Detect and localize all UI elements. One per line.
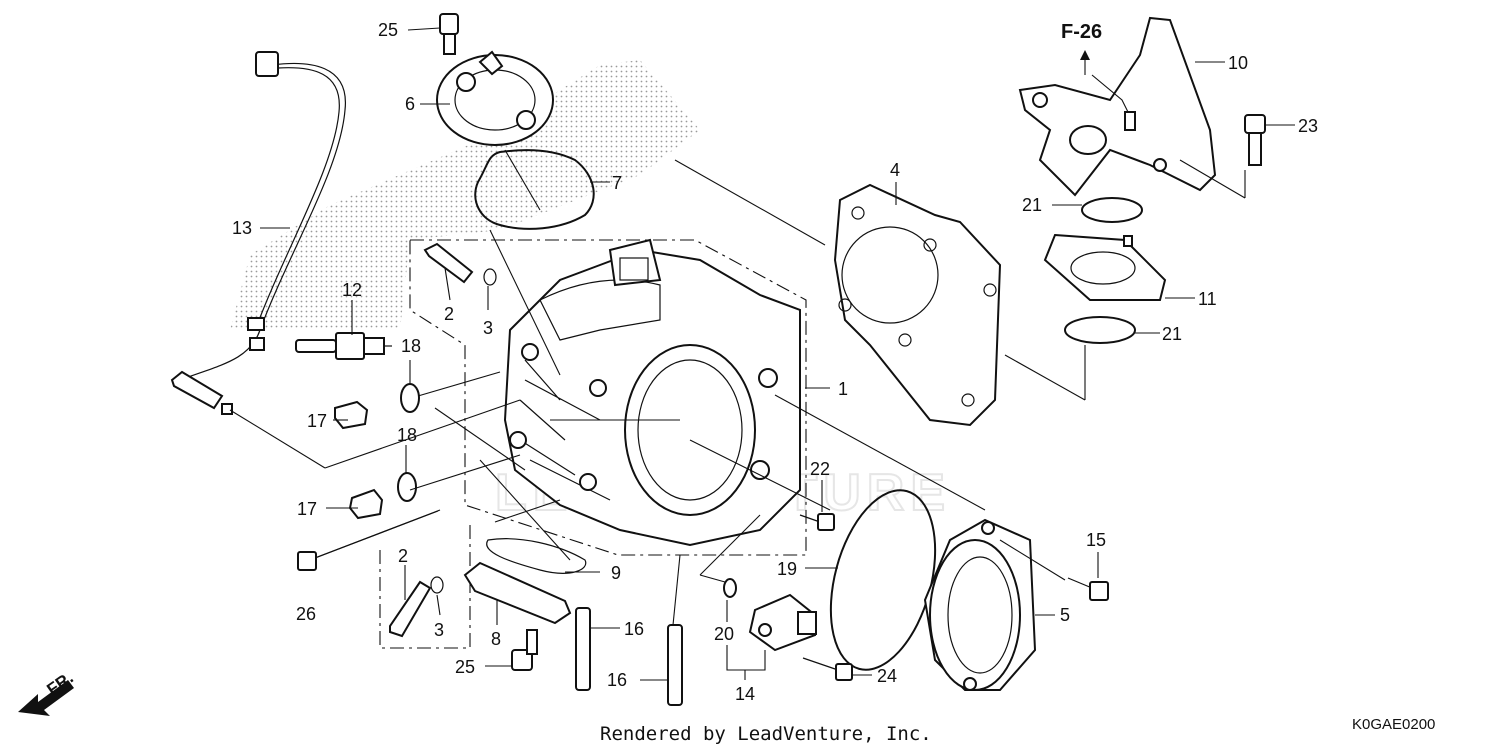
part-13-sensor-wire bbox=[170, 51, 346, 415]
callout-19: 19 bbox=[777, 559, 797, 579]
part-16-stud-left bbox=[575, 607, 591, 691]
callout-8: 8 bbox=[491, 629, 501, 649]
callout-20: 20 bbox=[714, 624, 734, 644]
assembly-box-upper bbox=[409, 239, 807, 556]
diagram-code: K0GAE0200 bbox=[1352, 716, 1435, 733]
part-16-stud-right bbox=[667, 624, 683, 706]
part-4-gasket bbox=[833, 183, 1002, 427]
part-9-gasket bbox=[486, 538, 587, 574]
callout-5: 5 bbox=[1060, 605, 1070, 625]
part-21-o-ring-upper bbox=[1081, 197, 1143, 223]
part-26-stud-bolt bbox=[297, 509, 441, 571]
reference-label: F-26 bbox=[1061, 21, 1102, 43]
callout-22: 22 bbox=[810, 459, 830, 479]
part-22-bolt bbox=[799, 513, 835, 531]
part-1-cylinder-head bbox=[503, 238, 801, 547]
callout-16-lower: 16 bbox=[607, 670, 627, 690]
part-21-o-ring-lower bbox=[1064, 316, 1136, 344]
callout-16-upper: 16 bbox=[624, 619, 644, 639]
callout-6: 6 bbox=[405, 94, 415, 114]
part-3-clip-lower bbox=[430, 576, 444, 594]
callout-25-top: 25 bbox=[378, 20, 398, 40]
callout-17-lower: 17 bbox=[297, 499, 317, 519]
part-11-insulator bbox=[1043, 233, 1167, 301]
callout-26: 26 bbox=[296, 604, 316, 624]
callout-2-upper: 2 bbox=[444, 304, 454, 324]
callout-15: 15 bbox=[1086, 530, 1106, 550]
part-25-bolt-top bbox=[439, 13, 459, 55]
part-25-bolt-lower bbox=[511, 629, 538, 671]
part-18-washer-lower bbox=[397, 472, 417, 502]
part-18-washer-upper bbox=[400, 383, 420, 413]
callout-1: 1 bbox=[838, 379, 848, 399]
part-2-valve-guide-upper bbox=[423, 242, 474, 284]
callout-14: 14 bbox=[735, 684, 755, 704]
part-24-bolt bbox=[802, 657, 853, 681]
front-direction-arrow: FR. bbox=[18, 668, 77, 716]
part-5-side-cover bbox=[923, 518, 1037, 691]
callout-11: 11 bbox=[1198, 289, 1217, 309]
shading-area bbox=[230, 60, 700, 330]
callout-21-lower: 21 bbox=[1162, 324, 1182, 344]
callout-17-upper: 17 bbox=[307, 411, 327, 431]
part-20-washer bbox=[723, 578, 737, 598]
callout-3-upper: 3 bbox=[483, 318, 493, 338]
part-6-head-cover bbox=[436, 50, 554, 146]
callout-23: 23 bbox=[1298, 116, 1318, 136]
part-12-spark-plug bbox=[295, 332, 392, 360]
callout-21-upper: 21 bbox=[1022, 195, 1042, 215]
callout-4: 4 bbox=[890, 160, 900, 180]
credit-text: Rendered by LeadVenture, Inc. bbox=[600, 723, 932, 745]
part-2-valve-guide-lower bbox=[389, 580, 432, 638]
part-14-sensor bbox=[748, 593, 817, 652]
callout-7: 7 bbox=[612, 173, 622, 193]
callout-12: 12 bbox=[342, 280, 362, 300]
part-17-cap-nut-upper bbox=[334, 400, 369, 430]
callout-25-lower: 25 bbox=[455, 657, 475, 677]
part-23-bolt bbox=[1244, 114, 1266, 166]
callout-9: 9 bbox=[611, 563, 621, 583]
part-8-holder bbox=[463, 561, 572, 625]
callout-3-lower: 3 bbox=[434, 620, 444, 640]
callout-10: 10 bbox=[1228, 53, 1248, 73]
callout-labels: 25 6 7 13 12 2 3 18 17 18 17 2 26 3 8 25… bbox=[232, 20, 1318, 704]
callout-2-lower: 2 bbox=[398, 546, 408, 566]
part-15-bolt bbox=[1067, 577, 1109, 601]
callout-24: 24 bbox=[877, 666, 897, 686]
part-17-cap-nut-lower bbox=[348, 488, 384, 520]
leader-lines bbox=[229, 27, 1295, 681]
callout-13: 13 bbox=[232, 218, 252, 238]
callout-18-lower: 18 bbox=[397, 425, 417, 445]
part-10-intake-pipe bbox=[1018, 16, 1217, 197]
callout-18-upper: 18 bbox=[401, 336, 421, 356]
part-3-clip-upper bbox=[483, 268, 497, 286]
part-7-gasket bbox=[474, 149, 595, 230]
